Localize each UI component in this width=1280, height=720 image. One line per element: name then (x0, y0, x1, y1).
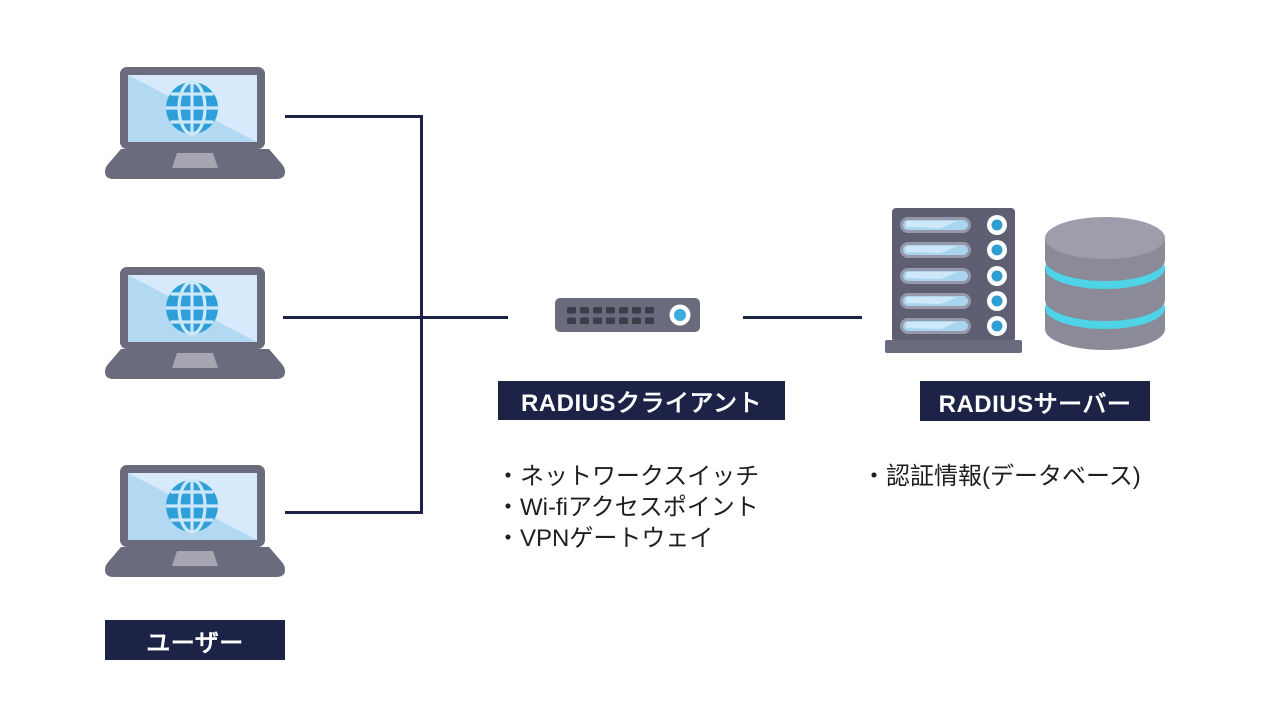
server-rack-icon (885, 208, 1022, 358)
network-switch-icon (555, 298, 700, 337)
connector-laptop3-to-trunk (285, 511, 423, 514)
server-slots (900, 215, 1007, 336)
radius-client-label-text: RADIUSクライアント (520, 390, 763, 417)
radius-client-bullet-list: ・ネットワークスイッチ ・Wi-fiアクセスポイント ・VPNゲートウェイ (496, 461, 759, 554)
radius-server-label: RADIUSサーバー (920, 381, 1150, 421)
laptop-icon-1 (105, 61, 285, 184)
radius-server-label-text: RADIUSサーバー (938, 390, 1132, 418)
laptop-icon-2 (105, 261, 285, 384)
connector-laptop1-to-trunk (285, 115, 423, 118)
trackpad (172, 551, 218, 566)
users-label: ユーザー (105, 620, 285, 660)
trackpad (172, 153, 218, 168)
globe-icon (166, 80, 218, 136)
laptop-icon-3 (105, 459, 285, 582)
bullet-item: ・認証情報(データベース) (862, 463, 1141, 490)
globe-icon (166, 478, 218, 534)
globe-icon (166, 280, 218, 336)
connector-laptop2-to-switch (283, 316, 508, 319)
laptop-globe-icon (105, 465, 285, 577)
connector-switch-to-server (743, 316, 862, 319)
laptop-globe-icon (105, 67, 285, 179)
radius-client-label: RADIUSクライアント (498, 381, 785, 420)
bullet-item: ・VPNゲートウェイ (496, 525, 714, 552)
connector-trunk-vertical (420, 115, 423, 514)
laptop-globe-icon (105, 267, 285, 379)
bullet-item: ・ネットワークスイッチ (496, 463, 760, 490)
switch-led (674, 309, 686, 321)
radius-server-bullet-list: ・認証情報(データベース) (862, 461, 1141, 492)
bullet-item: ・Wi-fiアクセスポイント (496, 494, 759, 521)
trackpad (172, 353, 218, 368)
database-icon (1045, 217, 1165, 356)
switch-ports (567, 307, 654, 324)
users-label-text: ユーザー (146, 629, 244, 657)
